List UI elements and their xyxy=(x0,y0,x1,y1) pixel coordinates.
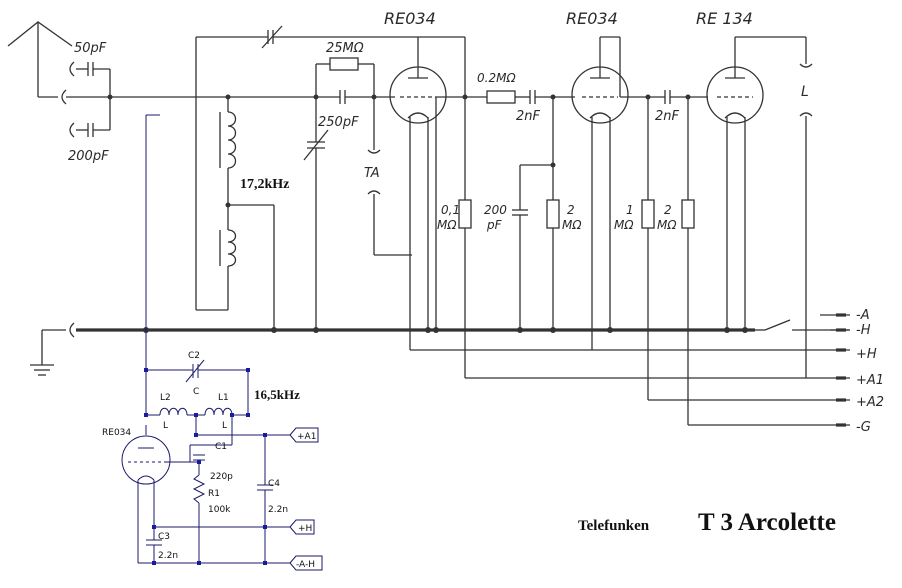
l1-sub-label: L xyxy=(222,421,227,431)
plate-resistor-1 xyxy=(458,97,472,330)
tube-2-label: RE034 xyxy=(566,9,618,28)
c1-value: 220p xyxy=(210,472,233,482)
add-on-freq-label: 16,5kHz xyxy=(254,387,300,402)
tuning-coil xyxy=(196,97,275,330)
r3-unit: MΩ xyxy=(614,218,634,232)
coil-frequency-label: 17,2kHz xyxy=(240,177,289,192)
c200-unit: pF xyxy=(486,218,503,232)
supply-rails xyxy=(410,314,850,426)
terminal-minus-h: -H xyxy=(856,323,871,338)
terminal-plus-h: +H xyxy=(856,347,877,362)
title-model: T 3 Arcolette xyxy=(698,509,836,536)
tube-1 xyxy=(389,37,447,350)
c-label: C xyxy=(193,387,199,397)
tag-plus-a1 xyxy=(289,427,319,443)
supply-terminals xyxy=(830,313,850,427)
grid-resistor-label: 25MΩ xyxy=(326,41,364,56)
antenna-cap-top-label: 50pF xyxy=(74,41,107,56)
grid-leak xyxy=(315,57,395,104)
antenna xyxy=(7,21,110,105)
antenna-cap-bottom-label: 200pF xyxy=(68,149,109,164)
l2-label: L2 xyxy=(160,393,171,403)
antenna-capacitor-top xyxy=(69,61,111,130)
coupling-resistor-label: 0.2MΩ xyxy=(477,71,516,85)
grid-cap-label: 250pF xyxy=(318,115,359,130)
ta-socket xyxy=(367,97,412,256)
terminal-plus-a2: +A2 xyxy=(856,395,884,410)
coupling-cap-label: 2nF xyxy=(516,109,541,124)
grid-resistor-2 xyxy=(546,97,560,330)
c4-label: C4 xyxy=(268,479,280,489)
r2-unit: MΩ xyxy=(562,218,582,232)
r3-value: 1 xyxy=(626,203,634,217)
c4-value: 2.2n xyxy=(268,505,288,515)
l1-label: L1 xyxy=(218,393,229,403)
c1-label: C1 xyxy=(215,442,227,452)
c3-value: 2.2n xyxy=(158,551,178,561)
ta-label: TA xyxy=(364,166,380,181)
cap-200pf xyxy=(512,164,553,330)
tube-2 xyxy=(571,36,629,330)
terminal-minus-a: -A xyxy=(856,308,870,323)
r4-unit: MΩ xyxy=(657,218,677,232)
terminal-plus-a1: +A1 xyxy=(856,373,884,388)
add-on-dots xyxy=(144,368,267,565)
r1-label: R1 xyxy=(208,489,220,499)
junction-dots xyxy=(107,94,748,333)
terminal-minus-g: -G xyxy=(856,420,871,435)
tube-1-label: RE034 xyxy=(384,9,436,28)
speaker-label: L xyxy=(801,84,809,100)
plate-resistor-3 xyxy=(641,97,655,400)
l2-sub-label: L xyxy=(163,421,168,431)
r1-value: 0,1 xyxy=(441,203,460,217)
c2-label: C2 xyxy=(188,351,200,361)
tag-plus-a1-label: +A1 xyxy=(297,432,316,442)
tube-3 xyxy=(706,36,806,330)
tube-3-label: RE 134 xyxy=(696,9,753,28)
tag-minus-ah xyxy=(289,555,323,571)
tag-minus-ah-label: -A-H xyxy=(296,560,315,570)
coupling-cap-2-label: 2nF xyxy=(655,109,680,124)
r1-unit: MΩ xyxy=(437,218,457,232)
r2-value: 2 xyxy=(567,203,575,217)
title-brand: Telefunken xyxy=(578,518,650,534)
r1-value-label: 100k xyxy=(208,505,231,515)
tag-plus-h xyxy=(289,519,315,535)
c3-label: C3 xyxy=(158,532,170,542)
speaker xyxy=(799,37,813,378)
reaction-capacitor xyxy=(195,25,466,310)
grid-resistor-4 xyxy=(681,97,695,425)
tuning-capacitor xyxy=(303,97,329,330)
tag-plus-h-label: +H xyxy=(298,524,312,534)
coupling-resistor xyxy=(486,90,516,104)
antenna-capacitor-bottom xyxy=(69,122,110,138)
r4-value: 2 xyxy=(664,203,672,217)
c200-value: 200 xyxy=(484,203,507,217)
ground-bus xyxy=(30,319,850,376)
add-on-tube-label: RE034 xyxy=(102,428,131,438)
